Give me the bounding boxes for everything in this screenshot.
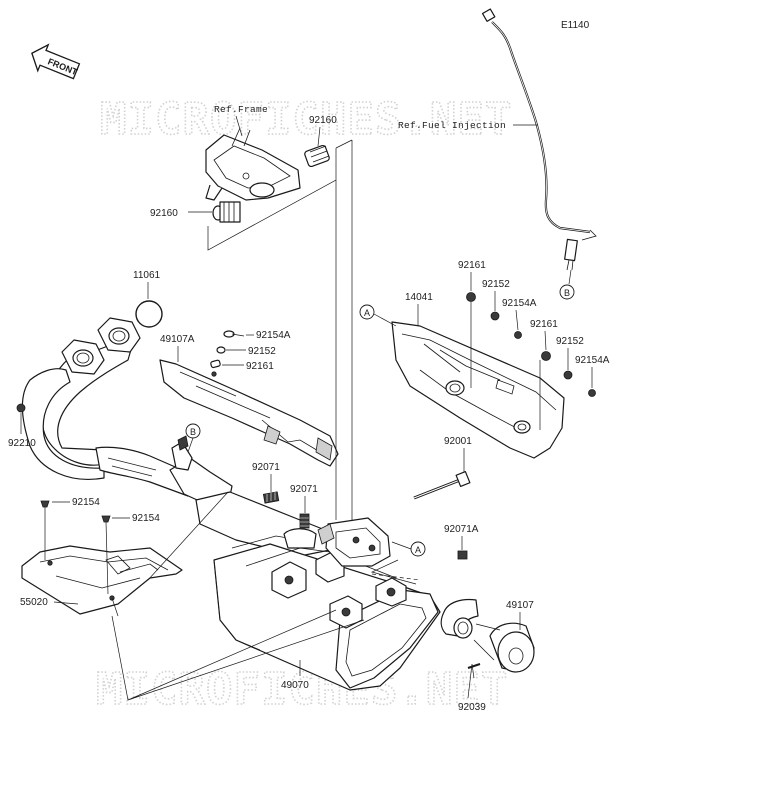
label-92001: 92001 [444, 436, 472, 447]
ref-fuel-injection: Ref.Fuel Injection [398, 120, 506, 131]
damper-92160-top [304, 144, 330, 168]
muffler-49070 [195, 491, 441, 691]
nut-92210 [16, 403, 26, 413]
label-92160-top: 92160 [309, 115, 337, 126]
heat-cover-49107A [159, 359, 339, 467]
marker-b-right-text: B [564, 288, 570, 298]
damper-92160-left [212, 201, 241, 223]
label-49107A: 49107A [160, 334, 195, 345]
label-92154-1: 92154 [72, 497, 100, 508]
damper-92071-a [262, 491, 280, 504]
label-14041: 14041 [405, 292, 433, 303]
label-49070: 49070 [281, 680, 309, 691]
marker-b-left-text: B [190, 427, 196, 437]
label-92039: 92039 [458, 702, 486, 713]
label-92161-left: 92161 [246, 361, 274, 372]
label-49107: 49107 [506, 600, 534, 611]
oxygen-sensor [481, 8, 597, 285]
bolt-92001 [413, 470, 471, 500]
label-11061: 11061 [133, 270, 161, 281]
label-92161-r1: 92161 [458, 260, 486, 271]
bolt-92154-2 [101, 515, 111, 523]
label-92160-left: 92160 [150, 208, 178, 219]
screw-92039 [467, 663, 475, 699]
frame-bracket [205, 127, 301, 201]
spacer-92161-r2 [541, 351, 551, 361]
ref-frame: Ref.Frame [214, 104, 268, 115]
bolt-92154A-left [223, 330, 245, 338]
marker-a-shield-text: A [364, 308, 370, 318]
marker-a-shield [359, 304, 375, 320]
label-92154-2: 92154 [132, 513, 160, 524]
bolt-92154A-r2 [588, 389, 596, 397]
label-92154A-r2: 92154A [575, 355, 610, 366]
label-92071-a: 92071 [252, 462, 280, 473]
heat-shield-14041 [391, 321, 565, 459]
end-cap-49107 [440, 598, 535, 673]
label-55020: 55020 [20, 597, 48, 608]
gasket-11061 [135, 300, 163, 328]
spacer-92161-r1 [466, 292, 476, 302]
label-92161-r2: 92161 [530, 319, 558, 330]
watermark-top: MICROFICHES.NET [100, 94, 512, 145]
guard-55020 [21, 545, 183, 615]
label-92210: 92210 [8, 438, 36, 449]
washer-92152-r1 [490, 311, 500, 321]
spacer-92161-left [210, 359, 221, 369]
washer-92152-r2 [563, 370, 573, 380]
marker-a-muffler-text: A [415, 545, 421, 555]
header-pipes [21, 317, 233, 507]
diagram-code: E1140 [561, 20, 590, 31]
washer-92152-left [216, 346, 226, 354]
bolt-92154-1 [40, 500, 50, 508]
label-92071-b: 92071 [290, 484, 318, 495]
label-92154A-left: 92154A [256, 330, 291, 341]
damper-92071A [457, 550, 468, 560]
front-arrow-icon: FRONT [31, 43, 81, 80]
damper-92071-b [299, 513, 310, 529]
label-92152-left: 92152 [248, 346, 276, 357]
label-92152-r1: 92152 [482, 279, 510, 290]
label-92154A-r1: 92154A [502, 298, 537, 309]
label-92071A: 92071A [444, 524, 479, 535]
label-92152-r2: 92152 [556, 336, 584, 347]
watermark-bottom: MICROFICHES.NET [96, 664, 508, 715]
bolt-92154A-r1 [514, 331, 522, 339]
marker-b-right [559, 284, 575, 300]
